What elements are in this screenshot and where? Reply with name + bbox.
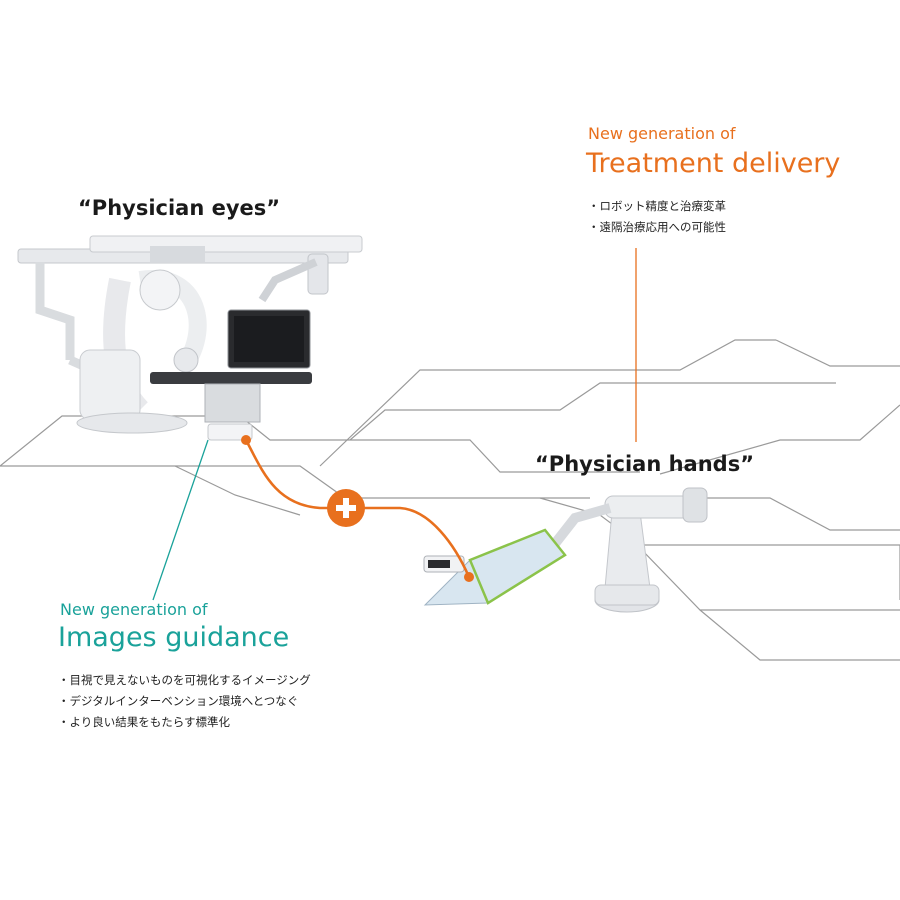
background-line (0, 415, 640, 473)
background-line (0, 465, 540, 499)
connector-endpoint-dot (241, 435, 251, 445)
background-line (319, 339, 776, 467)
angiography-system-image (17, 235, 363, 441)
background-line (639, 545, 900, 611)
images-guide-line (152, 439, 209, 601)
background-line (349, 382, 836, 441)
connector-endpoint-dot (464, 572, 474, 582)
background-line (174, 465, 301, 516)
treatment-bullet: ロボット精度と治療変革 (588, 196, 727, 217)
treatment-kicker: New generation of (588, 124, 736, 143)
images-bullet: デジタルインターベンション環境へとつなぐ (58, 691, 311, 712)
physician-eyes-title: “Physician eyes” (78, 196, 281, 220)
background-line (775, 339, 900, 367)
images-bullet: 目視で見えないものを可視化するイメージング (58, 670, 311, 691)
images-bullet: より良い結果をもたらす標準化 (58, 712, 311, 733)
treatment-bullet-list: ロボット精度と治療変革 遠隔治療応用への可能性 (588, 196, 727, 238)
background-line (700, 497, 900, 531)
background-line (659, 404, 900, 475)
physician-hands-title: “Physician hands” (535, 452, 755, 476)
treatment-heading: Treatment delivery (586, 148, 841, 179)
images-bullet-list: 目視で見えないものを可視化するイメージング デジタルインターベンション環境へとつ… (58, 670, 311, 733)
images-heading: Images guidance (58, 622, 290, 653)
images-kicker: New generation of (60, 600, 208, 619)
treatment-bullet: 遠隔治療応用への可能性 (588, 217, 727, 238)
background-line (699, 609, 900, 661)
robotic-system-image (423, 487, 708, 613)
plus-icon (343, 498, 349, 518)
